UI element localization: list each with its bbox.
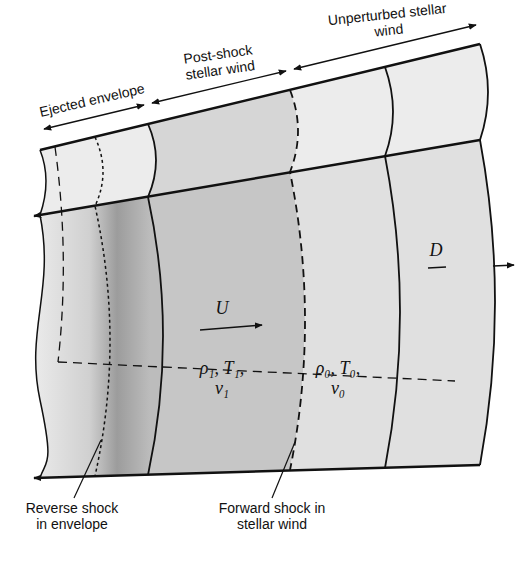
postshock-front-face bbox=[148, 172, 305, 475]
leader-line bbox=[272, 442, 295, 498]
velocity-tick bbox=[428, 267, 446, 268]
envelope-front-face bbox=[36, 197, 163, 478]
contact-surface bbox=[148, 124, 163, 475]
hidden-edge bbox=[58, 362, 455, 381]
velocity-symbol: D bbox=[425, 240, 447, 260]
region-label: Unperturbed stellar wind bbox=[319, 0, 457, 45]
envelope-edge bbox=[40, 150, 46, 215]
bottom-edge bbox=[34, 465, 480, 478]
velocity-arrow bbox=[200, 325, 262, 330]
wind-section bbox=[480, 44, 495, 465]
velocity-symbol: U bbox=[211, 298, 233, 318]
hidden-edge bbox=[55, 147, 63, 362]
front-top-edge bbox=[34, 140, 480, 216]
reverse-shock bbox=[95, 137, 110, 476]
envelope-edge bbox=[36, 215, 48, 478]
wind-section bbox=[385, 67, 400, 468]
leader-line bbox=[74, 440, 101, 498]
state-variables: ρ₁, T₁, v₁ bbox=[191, 358, 253, 398]
shock-label: Forward shock in stellar wind bbox=[216, 500, 328, 532]
region-label: Ejected envelope bbox=[27, 78, 157, 123]
state-variables: ρ₀, T₀, v₀ bbox=[307, 358, 369, 398]
velocity-arrow bbox=[493, 265, 514, 266]
shock-label: Reverse shock in envelope bbox=[20, 500, 124, 532]
forward-shock bbox=[290, 90, 305, 470]
